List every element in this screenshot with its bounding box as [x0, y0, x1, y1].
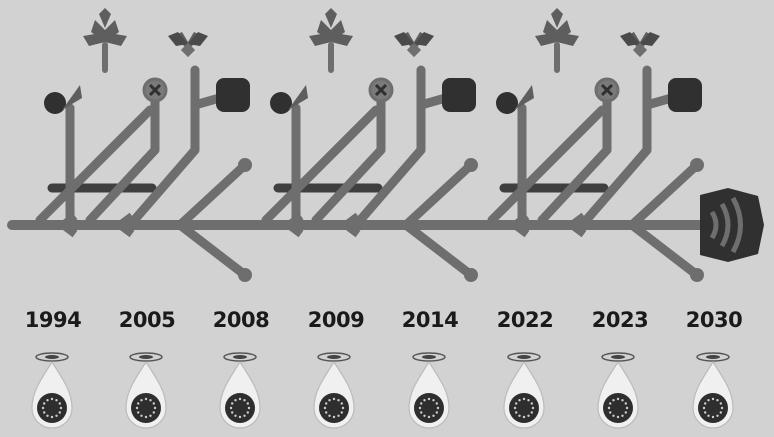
branch-stem: [627, 160, 702, 230]
branch-stem: [401, 220, 476, 280]
branch-stem: [85, 145, 160, 225]
branch-node: [238, 158, 252, 172]
eu-stars-droplet-icon: [597, 352, 639, 429]
year-label: 2005: [118, 308, 176, 332]
branch-stem: [627, 220, 702, 280]
leaf-bud-icon: [44, 92, 66, 114]
branch-stem: [175, 220, 250, 280]
branch-diagram: [7, 8, 764, 282]
arrow-icon: [59, 212, 78, 238]
branch-stem: [577, 145, 652, 230]
diamond-flower-icon: [394, 32, 434, 58]
year-label: 2009: [307, 308, 365, 332]
flower-icon: [535, 8, 579, 46]
branch-stem: [487, 105, 607, 225]
year-label: 2008: [212, 308, 270, 332]
wave-arc: [730, 196, 743, 254]
arrow-icon: [116, 212, 135, 238]
arrow-icon: [568, 212, 587, 238]
branch-node: [464, 158, 478, 172]
year-label: 2030: [685, 308, 743, 332]
leaf-bud-icon: [496, 92, 518, 114]
diamond-flower-icon: [620, 32, 660, 58]
diamond-flower-icon: [168, 32, 208, 58]
eu-stars-droplet-icon: [503, 352, 545, 429]
leaf-icon: [62, 85, 82, 110]
branch-stem: [311, 145, 386, 225]
branch-stem: [175, 160, 250, 230]
wave-arc: [719, 202, 731, 248]
year-label: 2022: [496, 308, 554, 332]
leaf-icon: [514, 85, 534, 110]
wave-arc: [709, 210, 719, 240]
arrow-icon: [511, 212, 530, 238]
eu-stars-droplet-icon: [313, 352, 355, 429]
x-mark-icon: [600, 83, 614, 97]
arrow-icon: [342, 212, 361, 238]
broadcast-waves-icon: [700, 188, 764, 262]
x-mark-icon: [148, 83, 162, 97]
arrow-icon: [285, 212, 304, 238]
branch-node: [690, 268, 704, 282]
branch-stem: [261, 105, 381, 225]
flower-icon: [83, 8, 127, 46]
year-label: 1994: [24, 308, 82, 332]
branch-stem: [537, 145, 612, 225]
eu-stars-droplet-icon: [692, 352, 734, 429]
leaf-icon: [288, 85, 308, 110]
branch-node: [238, 268, 252, 282]
eu-stars-droplet-icon: [31, 352, 73, 429]
square-badge-icon: [216, 78, 250, 112]
branch-stem: [35, 105, 155, 225]
leaf-bud-icon: [270, 92, 292, 114]
eu-stars-droplet-icon: [219, 352, 261, 429]
flower-icon: [309, 8, 353, 46]
branch-node: [464, 268, 478, 282]
x-mark-icon: [374, 83, 388, 97]
square-badge-icon: [442, 78, 476, 112]
branch-stem: [351, 145, 426, 230]
branch-stem: [401, 160, 476, 230]
square-badge-icon: [668, 78, 702, 112]
eu-stars-droplet-icon: [408, 352, 450, 429]
branch-stem: [125, 145, 200, 230]
year-label: 2023: [591, 308, 649, 332]
branch-node: [690, 158, 704, 172]
eu-stars-droplet-icon: [125, 352, 167, 429]
year-label: 2014: [401, 308, 459, 332]
